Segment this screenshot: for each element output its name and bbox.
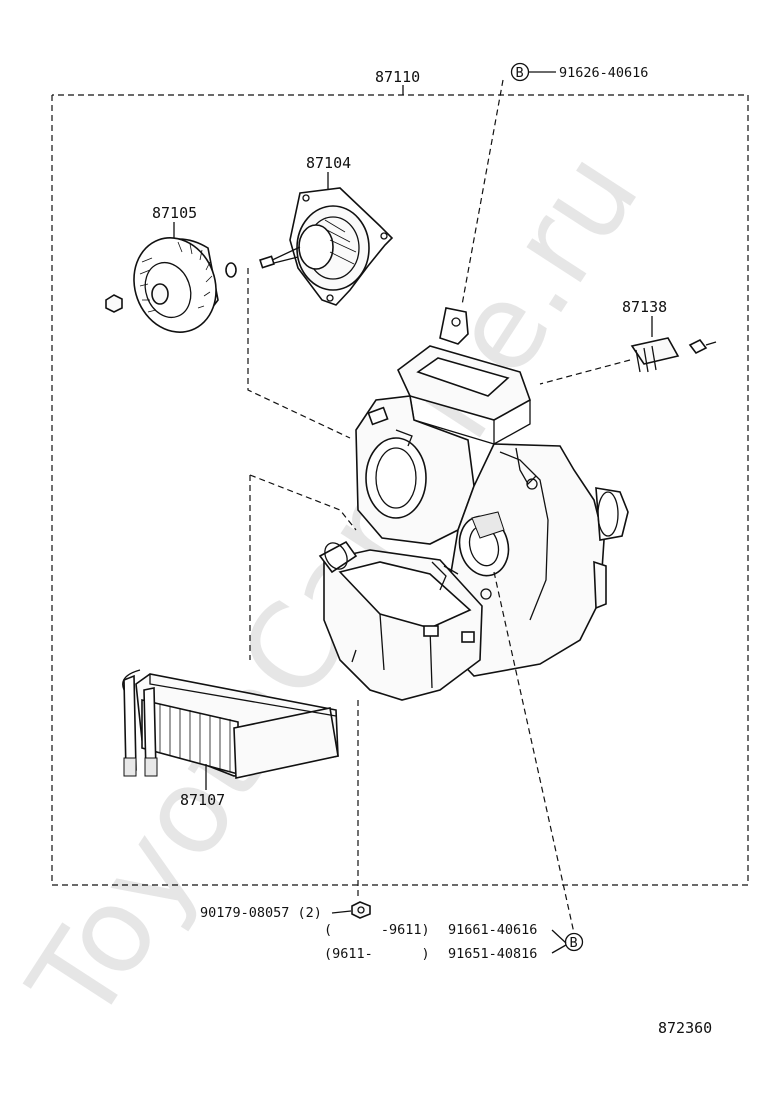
bottom-notes: 90179-08057 (2) ( -9611) 91661-40616 (96… [200, 905, 567, 962]
row1-part-number: 91661-40616 [448, 922, 537, 938]
ref-b-marker: B [516, 65, 524, 81]
blower-motor[interactable]: 87104 [259, 154, 394, 306]
row1-range: ( -9611) [324, 922, 430, 938]
blower-resistor[interactable]: 87138 [539, 298, 717, 385]
ref-b-part-number: 91626-40616 [559, 65, 648, 81]
diagram-id: 872360 [658, 1019, 712, 1037]
heater-core[interactable]: 87107 [122, 669, 339, 809]
ref-b-marker-circle [510, 62, 530, 82]
blower-fan-callout: 87105 [152, 204, 197, 222]
assembly-label: 87110 [375, 68, 420, 86]
row2-part-number: 91651-40816 [448, 946, 537, 962]
heater-unit-housing[interactable] [318, 307, 629, 701]
nut-part-number: 90179-08057 (2) [200, 905, 322, 921]
ref-b-bottom[interactable]: B [564, 932, 584, 952]
ref-b-top[interactable]: B 91626-40616 [461, 62, 648, 306]
row2-range: (9611- ) [324, 946, 430, 962]
ref-b-bottom-marker: B [570, 935, 578, 951]
heater-core-callout: 87107 [180, 791, 225, 809]
blower-resistor-callout: 87138 [622, 298, 667, 316]
blower-fan[interactable]: 87105 [105, 204, 237, 344]
assembly-boundary [51, 85, 749, 886]
blower-motor-callout: 87104 [306, 154, 351, 172]
bottom-nut[interactable] [331, 901, 371, 919]
